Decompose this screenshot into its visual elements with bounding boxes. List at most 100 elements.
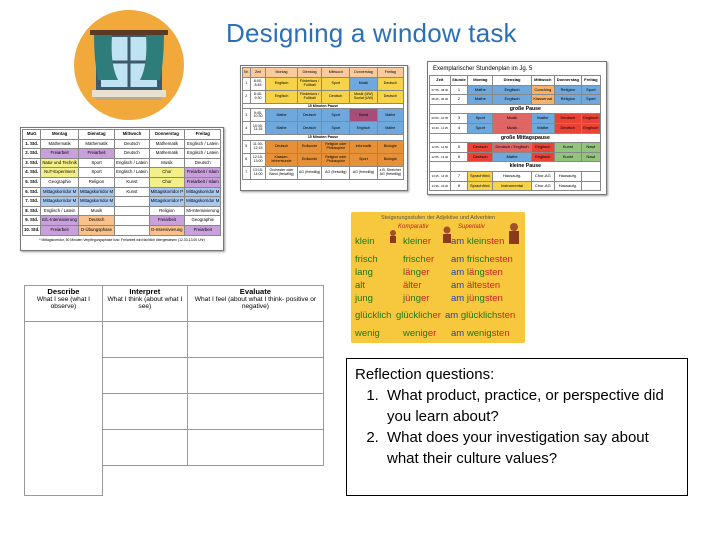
- schedule-cell: Förderkurs / Fußball: [296, 90, 323, 104]
- comparative-umlaut: ä: [403, 280, 409, 291]
- schedule-cell: 8. Std.: [21, 205, 42, 217]
- schedule-cell: 11:30-12:15: [249, 139, 267, 154]
- schedule-cell: [580, 180, 602, 192]
- schedule-cell: Sport: [349, 152, 378, 167]
- schedule-header-cell: Montag: [265, 67, 298, 78]
- schedule-cell: Englisch: [492, 94, 532, 105]
- schedule-cell: Mathe: [530, 113, 555, 124]
- superlative-form: am glücklichsten: [445, 310, 515, 321]
- reflection-question: What product, practice, or perspective d…: [383, 385, 679, 427]
- schedule-cell: Sprachförd.: [467, 170, 494, 182]
- positive-word: jung: [355, 293, 373, 304]
- schedule-cell: 12:15-13:00: [249, 152, 267, 167]
- schedule-cell: Informatik: [349, 139, 378, 154]
- schedule-cell: Sport: [467, 113, 494, 124]
- evaluate-cell: [187, 466, 323, 496]
- schedule-cell: Englisch / Latein: [184, 148, 222, 159]
- schedule-cell: 14:35 - 15:20: [429, 180, 451, 192]
- evaluate-cell: [186, 429, 325, 466]
- schedule-cell: Freiarbeit: [40, 148, 79, 159]
- schedule-cell: 13:15-14:00: [249, 165, 267, 180]
- schedule-cell: Sport: [321, 77, 351, 91]
- schedule-cell: 5: [449, 142, 469, 153]
- schedule-cell: Deutsch: [296, 108, 323, 123]
- superlative-ending: sten: [497, 310, 516, 321]
- superlative-stem: l: [466, 267, 469, 278]
- comparative-ending: er: [413, 280, 422, 291]
- schedule-image-3: Exemplarischer Stundenplan im Jg. 5 Zeit…: [427, 61, 607, 195]
- schedule-cell: Mathe: [376, 121, 405, 136]
- positive-word: wenig: [355, 328, 380, 339]
- superlative-form: am ältesten: [451, 280, 500, 291]
- reflection-title: Reflection questions:: [355, 366, 495, 383]
- schedule-cell: Natur und Technik: [40, 157, 79, 169]
- schedule-cell: Mathematik: [148, 148, 186, 159]
- schedule-cell: 4: [449, 122, 469, 134]
- schedule-cell: 4. Std.: [21, 167, 42, 178]
- comparative-form: älter: [403, 280, 422, 291]
- schedule-break-label: große Mittagspause: [449, 132, 602, 144]
- schedule-cell: [580, 170, 602, 182]
- comparative-form: glücklicher: [396, 310, 441, 321]
- schedule-cell: Mathe: [467, 84, 494, 96]
- schedule-cell: 8: [449, 180, 469, 192]
- schedule-header-cell: Nr.: [242, 67, 251, 78]
- schedule-cell: 3. Std.: [21, 157, 42, 169]
- schedule-cell: Erdkunde: [296, 139, 323, 154]
- schedule-cell: 6. Std.: [21, 186, 42, 198]
- positive-word: glücklich: [355, 310, 392, 321]
- comparative-stem: j: [403, 293, 406, 304]
- schedule-cell: Freiarbeit: [77, 148, 116, 159]
- superlative-stem: j: [466, 293, 469, 304]
- schedule-cell: Mittagskorridor M: [40, 186, 79, 198]
- schedule-cell: Coaching: [530, 84, 555, 96]
- schedule-cell: Sport: [580, 94, 602, 105]
- schedule-cell: 6: [449, 151, 469, 163]
- schedule-cell: Freiarbeit: [148, 215, 186, 226]
- schedule-cell: Englisch: [265, 90, 298, 104]
- superlative-form: am wenigsten: [451, 328, 510, 339]
- comparative-ending: er: [421, 267, 430, 278]
- evaluate-cell: [186, 393, 325, 430]
- schedule-header-cell: Montag: [40, 129, 79, 140]
- superlative-umlaut: ä: [468, 267, 475, 278]
- adjective-comparison-poster: Steigerungsstufen der Adjektive und Adve…: [351, 212, 525, 343]
- schedule-cell: Religion: [77, 176, 116, 188]
- superlative-stem: glücklich: [460, 310, 498, 321]
- schedule-cell: 10. Std.: [21, 224, 42, 236]
- schedule-cell: 10:30-11:15: [249, 121, 267, 136]
- positive-form: lang: [355, 267, 373, 278]
- schedule-header-cell: Dienstag: [492, 75, 532, 86]
- schedule-break-row: 15 Minuten Pause: [242, 134, 404, 141]
- schedule-cell: 5. Std.: [21, 176, 42, 188]
- schedule-cell: [429, 132, 451, 144]
- schedule-header-cell: Donnerstag: [148, 129, 186, 140]
- schedule-cell: Chor-AG: [530, 170, 555, 182]
- schedule-cell: 12:55 - 13:40: [429, 151, 451, 163]
- schedule-cell: AG (freiwillig): [321, 165, 351, 180]
- schedule-cell: Mathe: [492, 151, 532, 163]
- schedule-cell: 07:55 - 08:40: [429, 84, 451, 96]
- schedule-cell: Instrumental: [492, 180, 532, 192]
- schedule-cell: [114, 196, 150, 207]
- schedule-cell: Freiarbeit: [40, 224, 79, 236]
- schedule-cell: Orchester oder Band (freiwillig): [265, 165, 298, 180]
- schedule-header-cell: Stunde: [449, 75, 469, 86]
- schedule-header-cell: Mittwoch: [530, 75, 555, 86]
- window-icon: [74, 10, 184, 120]
